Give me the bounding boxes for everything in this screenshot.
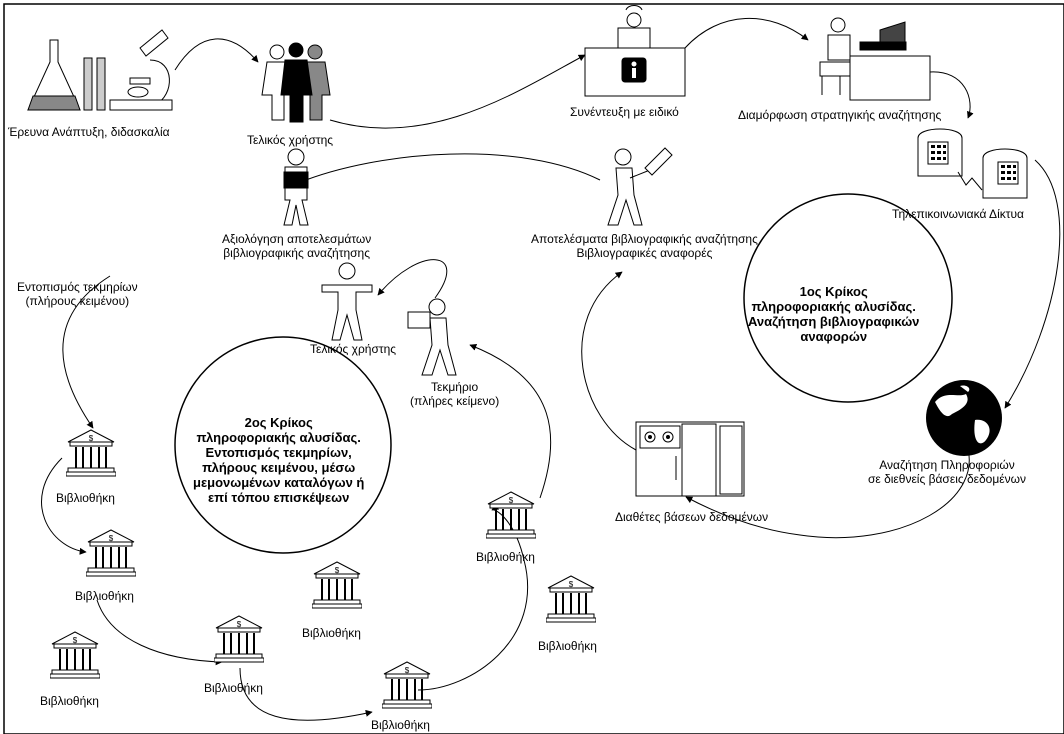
library-building-icon: $ (382, 661, 432, 709)
telephone-icon (917, 128, 1028, 199)
second-link-circle (174, 336, 392, 554)
library-building-icon: $ (486, 491, 536, 539)
library-building-icon: $ (50, 631, 100, 679)
library-building-icon: $ (66, 429, 116, 477)
svg-text:$: $ (569, 580, 574, 589)
end-user-mid-label: Τελικός χρήστης (310, 342, 397, 356)
library-label: Βιβλιοθήκη (538, 639, 597, 653)
library-building-icon: $ (312, 561, 362, 609)
arrow-telecom-to-globe (1004, 159, 1061, 409)
library-label: Βιβλιοθήκη (476, 550, 535, 564)
svg-text:$: $ (73, 636, 78, 645)
library-building-icon: $ (214, 615, 264, 663)
telecom-label: Τηλεπικοινωνιακά Δίκτυα (892, 207, 1024, 221)
library-building-icon: $ (546, 575, 596, 623)
svg-text:$: $ (89, 434, 94, 443)
workstation-icon (819, 17, 931, 101)
document-label: Τεκμήριο(πλήρες κείμενο) (410, 380, 500, 408)
library-building-icon: $ (86, 529, 136, 577)
arrow-globe-to-providers (685, 439, 970, 539)
information-desk-icon (584, 5, 686, 97)
arrow-research-to-user (174, 38, 259, 71)
arrow-results-to-evaluation (297, 153, 601, 184)
flow-arrows (41, 17, 1061, 721)
database-server-icon (635, 421, 745, 497)
globe-icon (926, 380, 1002, 456)
diagram-frame (3, 3, 1064, 734)
arrow-locate-to-library1 (62, 275, 111, 429)
arrow-user-to-interview (329, 54, 586, 129)
locate-documents-label: Εντοπισμός τεκμηρίων(πλήρους κειμένου) (17, 280, 138, 308)
library-label: Βιβλιοθήκη (204, 681, 263, 695)
arrow-strategy-to-phone (929, 71, 974, 119)
first-link-circle (743, 193, 953, 403)
arrow-document-to-user (377, 259, 448, 299)
lab-equipment-icon (27, 29, 173, 111)
strategy-label: Διαμόρφωση στρατηγικής αναζήτησης (738, 108, 942, 122)
user-group-icon (261, 42, 331, 123)
person-icon (321, 262, 373, 341)
person-icon (283, 148, 309, 226)
research-label: Έρευνα Ανάπτυξη, διδασκαλία (8, 125, 170, 139)
svg-text:$: $ (335, 566, 340, 575)
db-providers-label: Διαθέτες βάσεων δεδομένων (615, 510, 769, 524)
library-label: Βιβλιοθήκη (371, 718, 430, 732)
arrow-library4-to-library5 (239, 667, 373, 721)
library-label: Βιβλιοθήκη (56, 491, 115, 505)
arrow-providers-to-results (581, 271, 637, 451)
end-user-top-label: Τελικός χρήστης (247, 133, 334, 147)
svg-text:$: $ (109, 534, 114, 543)
interview-label: Συνέντευξη με ειδικό (570, 105, 679, 119)
arrow-library6-to-document (469, 344, 552, 499)
arrow-interview-to-strategy (684, 17, 809, 49)
person-icon (407, 298, 457, 376)
library-label: Βιβλιοθήκη (75, 589, 134, 603)
arrow-library2-to-library4 (96, 599, 223, 666)
svg-text:$: $ (509, 496, 514, 505)
svg-text:$: $ (237, 620, 242, 629)
library-label: Βιβλιοθήκη (40, 694, 99, 708)
library-label: Βιβλιοθήκη (302, 626, 361, 640)
person-icon (607, 147, 673, 226)
svg-text:$: $ (405, 666, 410, 675)
arrow-library1-to-library2 (41, 457, 87, 555)
